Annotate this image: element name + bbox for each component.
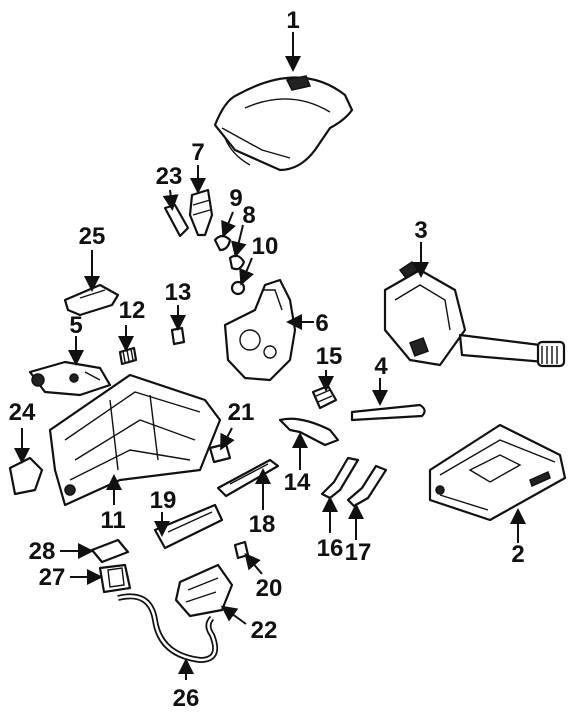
part-6-housing (223, 278, 297, 382)
callout-6: 6 (315, 310, 328, 337)
part-15-switch (311, 384, 338, 410)
callout-1: 1 (286, 7, 299, 34)
callout-3: 3 (414, 217, 427, 244)
part-8-spring (228, 254, 246, 271)
part-11-column-body (48, 373, 222, 507)
callout-25: 25 (79, 223, 106, 250)
part-24-bracket (8, 456, 44, 496)
part-16-lever (320, 456, 360, 500)
part-4-tilt-lever (350, 403, 426, 422)
callout-24: 24 (9, 399, 36, 426)
part-9-clip (213, 234, 232, 252)
callout-23: 23 (156, 163, 183, 190)
part-1-upper-shroud (213, 75, 354, 172)
part-7-ignition-cylinder (188, 188, 214, 237)
callout-18: 18 (249, 511, 276, 538)
callout-22: 22 (251, 617, 278, 644)
callout-8: 8 (242, 202, 255, 229)
callout-4: 4 (374, 353, 388, 380)
part-19-bracket (153, 503, 224, 550)
callout-21: 21 (228, 399, 255, 426)
callout-5: 5 (69, 312, 82, 339)
part-5-lock-housing (28, 360, 112, 397)
leader-lines (14, 32, 526, 680)
part-25-switch (63, 283, 120, 317)
callout-10: 10 (252, 233, 279, 260)
part-20-pin (233, 540, 250, 560)
callout-labels: 1 2 3 4 5 6 7 8 9 10 11 12 13 14 15 16 1… (9, 7, 525, 712)
callout-20: 20 (256, 575, 283, 602)
callout-19: 19 (150, 487, 177, 514)
part-13-screw (170, 326, 186, 346)
callout-11: 11 (100, 507, 125, 534)
part-10-bushing (230, 280, 246, 296)
part-17-lever (346, 464, 388, 508)
callout-14: 14 (284, 469, 311, 496)
part-2-lower-shroud (428, 423, 567, 522)
callout-15: 15 (316, 343, 343, 370)
part-23-clip (163, 203, 190, 238)
part-14-lever (278, 417, 340, 447)
callout-7: 7 (191, 139, 204, 166)
callout-16: 16 (317, 535, 344, 562)
part-27-boot (98, 563, 132, 594)
part-3-multifunction-switch (383, 260, 566, 368)
callout-17: 17 (345, 539, 372, 566)
callout-9: 9 (229, 185, 242, 212)
part-26-cable (117, 593, 218, 664)
part-22-actuator (174, 563, 234, 618)
part-21-cap (208, 442, 232, 464)
callout-2: 2 (511, 541, 524, 568)
callout-13: 13 (165, 279, 192, 306)
callout-12: 12 (119, 297, 146, 324)
part-18-rail (216, 458, 280, 498)
callout-26: 26 (173, 685, 200, 712)
part-28-gasket (90, 538, 130, 564)
callout-27: 27 (39, 564, 66, 591)
part-12-spring (118, 346, 138, 366)
callout-28: 28 (29, 538, 56, 565)
